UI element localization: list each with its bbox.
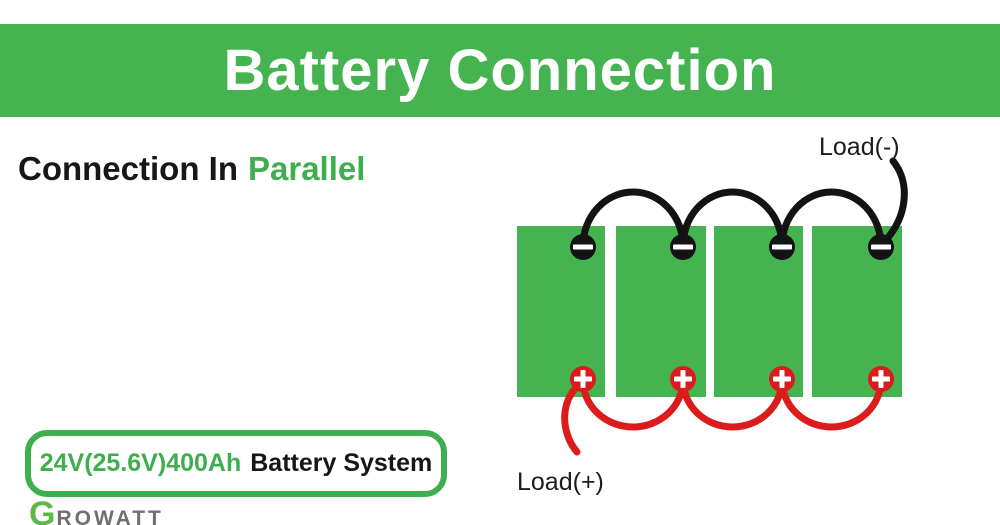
negative-terminal-icon bbox=[868, 234, 894, 260]
battery-pack bbox=[517, 226, 902, 397]
battery-system-box: 24V(25.6V)400Ah Battery System bbox=[25, 430, 447, 497]
positive-terminals bbox=[570, 366, 894, 392]
positive-terminal-icon bbox=[868, 366, 894, 392]
heading-text: Connection In bbox=[18, 150, 238, 187]
negative-terminals bbox=[570, 234, 894, 260]
negative-jumper-wire-3 bbox=[778, 188, 885, 250]
positive-terminal-icon bbox=[670, 366, 696, 392]
heading-highlight: Parallel bbox=[247, 150, 366, 187]
page-title: Battery Connection bbox=[223, 37, 777, 103]
positive-terminal-icon bbox=[570, 366, 596, 392]
load-negative-wire bbox=[881, 157, 908, 245]
positive-jumper-wire-1 bbox=[579, 376, 687, 431]
positive-jumper-wire-3 bbox=[778, 376, 885, 431]
negative-wires bbox=[579, 157, 908, 250]
load-positive-label: Load(+) bbox=[517, 468, 604, 496]
battery-spec-text: 24V(25.6V)400Ah bbox=[39, 449, 242, 477]
negative-jumper-wire-1 bbox=[579, 188, 687, 250]
negative-terminal-icon bbox=[769, 234, 795, 260]
positive-jumper-wire-2 bbox=[679, 376, 786, 431]
negative-terminal-icon bbox=[570, 234, 596, 260]
load-negative-label: Load(-) bbox=[819, 133, 900, 161]
positive-terminal-icon bbox=[769, 366, 795, 392]
logo-wordmark: ROWATT bbox=[56, 507, 164, 525]
section-heading: Connection In Parallel bbox=[18, 150, 366, 187]
negative-jumper-wire-2 bbox=[679, 188, 786, 250]
growatt-logo: GROWATT bbox=[29, 495, 164, 525]
banner: Battery Connection bbox=[0, 24, 1000, 117]
battery-system-label: Battery System bbox=[250, 449, 433, 477]
logo-initial: G bbox=[29, 495, 57, 525]
negative-terminal-icon bbox=[670, 234, 696, 260]
